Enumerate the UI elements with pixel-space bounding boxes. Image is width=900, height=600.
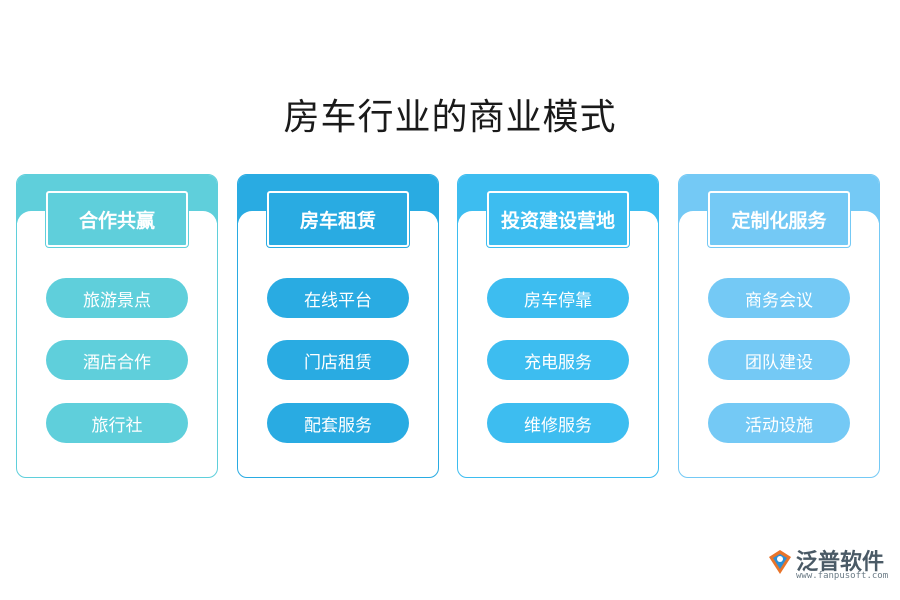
logo-url: www.fanpusoft.com [796,571,889,581]
column-header: 定制化服务 [708,191,850,247]
column-item: 活动设施 [708,403,850,443]
column-item: 团队建设 [708,340,850,380]
logo-name: 泛普软件 [796,550,885,575]
fanpu-logo-icon [769,550,791,574]
column-header: 房车租赁 [267,191,409,247]
column-item: 商务会议 [708,278,850,318]
column-item: 在线平台 [267,278,409,318]
column-card-cooperation: 合作共赢 旅游景点 酒店合作 旅行社 [16,174,218,478]
column-item: 门店租赁 [267,340,409,380]
column-card-rental: 房车租赁 在线平台 门店租赁 配套服务 [237,174,439,478]
column-card-campsite: 投资建设营地 房车停靠 充电服务 维修服务 [457,174,659,478]
column-header: 投资建设营地 [487,191,629,247]
column-item: 房车停靠 [487,278,629,318]
diagram-title: 房车行业的商业模式 [283,97,617,138]
column-item: 酒店合作 [46,340,188,380]
column-item: 充电服务 [487,340,629,380]
column-item: 配套服务 [267,403,409,443]
column-item: 旅游景点 [46,278,188,318]
column-header: 合作共赢 [46,191,188,247]
column-card-custom-service: 定制化服务 商务会议 团队建设 活动设施 [678,174,880,478]
column-item: 旅行社 [46,403,188,443]
column-item: 维修服务 [487,403,629,443]
brand-logo: 泛普软件 www.fanpusoft.com [766,544,889,586]
